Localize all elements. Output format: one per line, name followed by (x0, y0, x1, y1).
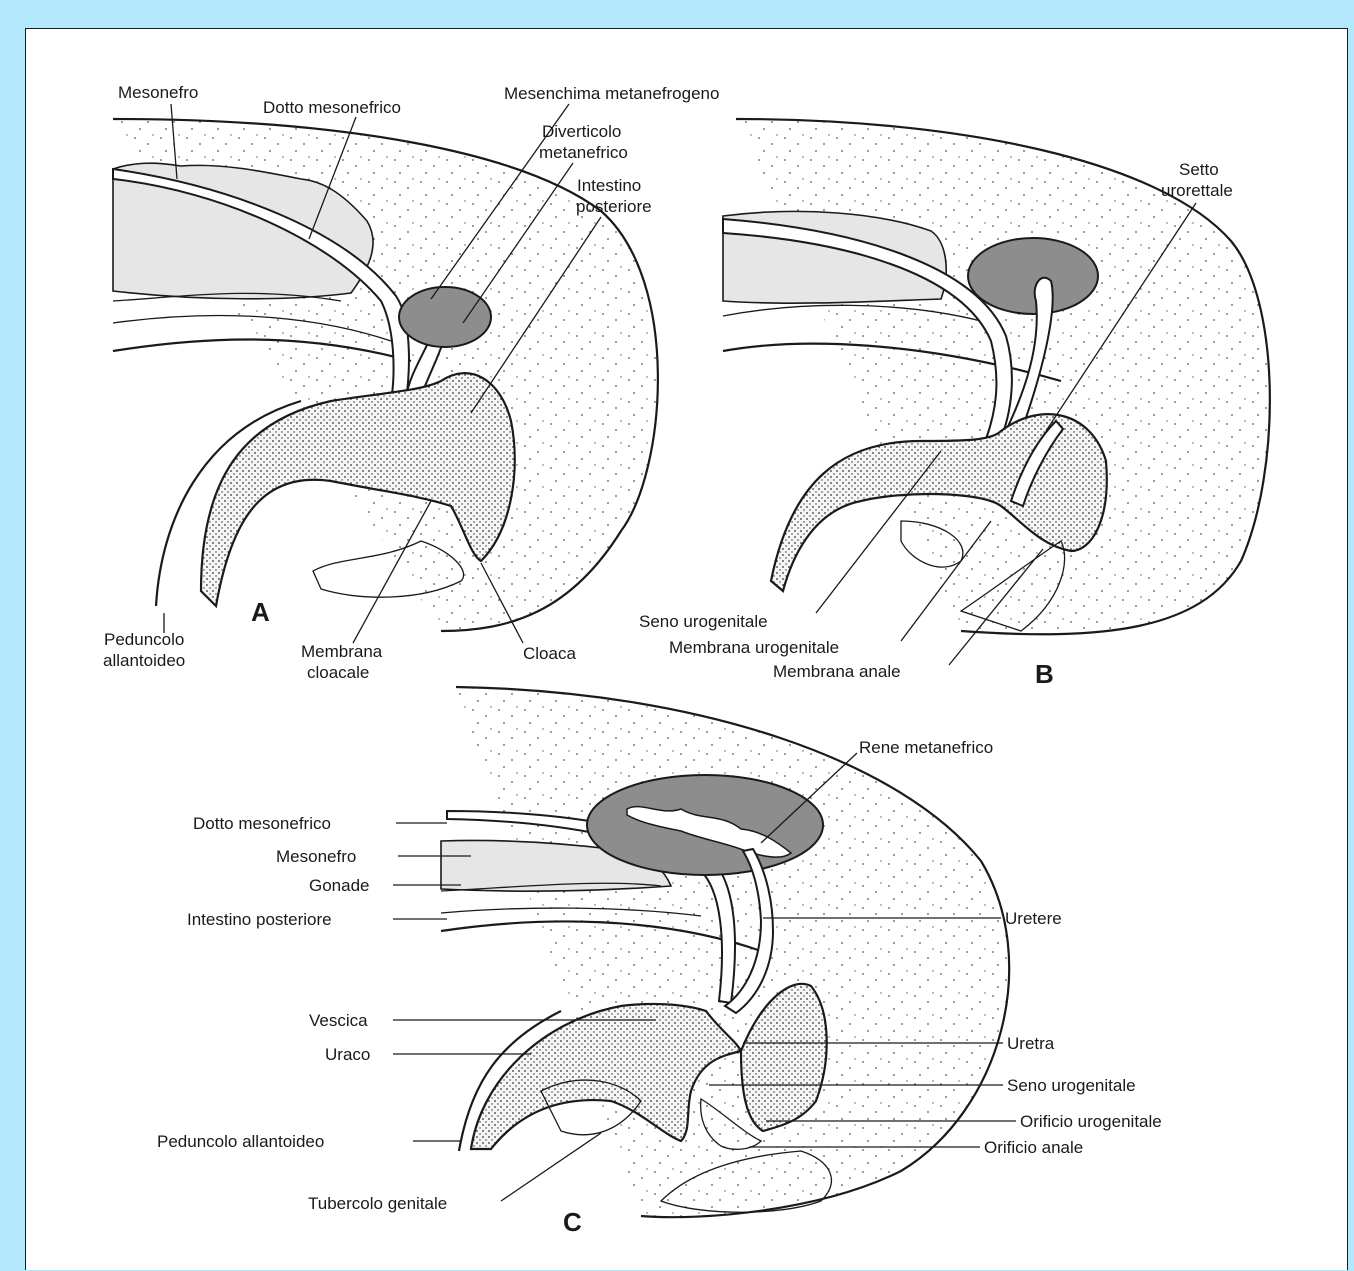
label-orificio-anale: Orificio anale (984, 1138, 1083, 1157)
label-intestino-1: Intestino (577, 176, 641, 195)
label-uretra: Uretra (1007, 1034, 1055, 1053)
label-membrana-urogenitale: Membrana urogenitale (669, 638, 839, 657)
label-mesonefro-a: Mesonefro (118, 83, 198, 102)
embryo-figure: A Mesonefro Dotto mesonefrico Mesenchima… (26, 29, 1349, 1271)
label-membrana-2: cloacale (307, 663, 369, 682)
label-mesonefro-c: Mesonefro (276, 847, 356, 866)
label-membrana-1: Membrana (301, 642, 383, 661)
label-mesenchima-metanefrogeno: Mesenchima metanefrogeno (504, 84, 719, 103)
metanephric-mesenchyme-a (399, 287, 491, 347)
label-peduncolo-1: Peduncolo (104, 630, 184, 649)
panel-letter-c: C (563, 1207, 582, 1237)
label-diverticolo-2: metanefrico (539, 143, 628, 162)
label-uretere: Uretere (1005, 909, 1062, 928)
panel-letter-a: A (251, 597, 270, 627)
label-intestino-2: posteriore (576, 197, 652, 216)
label-orificio-urogenitale: Orificio urogenitale (1020, 1112, 1162, 1131)
panel-c: C Rene metanefrico Dotto mesonefrico Mes… (157, 687, 1162, 1237)
panel-letter-b: B (1035, 659, 1054, 689)
panel-b: B Setto urorettale Seno urogenitale Memb… (639, 119, 1270, 689)
label-setto-1: Setto (1179, 160, 1219, 179)
label-dotto-mesonefrico-a: Dotto mesonefrico (263, 98, 401, 117)
label-dotto-mesonefrico-c: Dotto mesonefrico (193, 814, 331, 833)
label-rene-metanefrico: Rene metanefrico (859, 738, 993, 757)
label-seno-urogenitale-c: Seno urogenitale (1007, 1076, 1136, 1095)
label-peduncolo-allantoideo-c: Peduncolo allantoideo (157, 1132, 324, 1151)
metanephric-mesenchyme-b (968, 238, 1098, 314)
label-seno-urogenitale-b: Seno urogenitale (639, 612, 768, 631)
label-uraco: Uraco (325, 1045, 370, 1064)
label-peduncolo-2: allantoideo (103, 651, 185, 670)
label-gonade: Gonade (309, 876, 370, 895)
label-cloaca: Cloaca (523, 644, 576, 663)
panel-a: A Mesonefro Dotto mesonefrico Mesenchima… (103, 83, 719, 682)
label-tubercolo-genitale: Tubercolo genitale (308, 1194, 447, 1213)
label-vescica: Vescica (309, 1011, 368, 1030)
label-setto-2: urorettale (1161, 181, 1233, 200)
figure-frame: A Mesonefro Dotto mesonefrico Mesenchima… (25, 28, 1348, 1270)
label-intestino-posteriore-c: Intestino posteriore (187, 910, 332, 929)
label-membrana-anale: Membrana anale (773, 662, 901, 681)
